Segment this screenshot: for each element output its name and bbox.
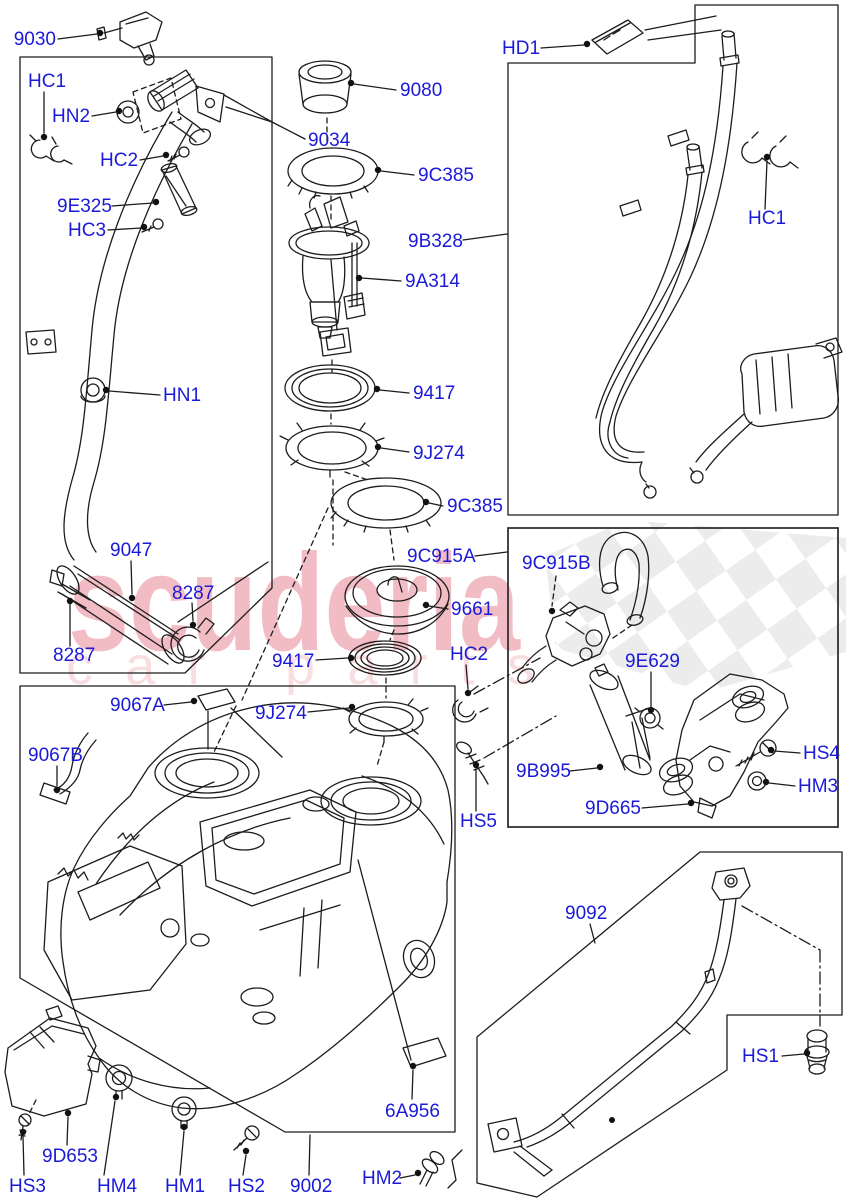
part-9d653-canister: [4, 1005, 101, 1117]
part-9030-sensor: [96, 11, 163, 66]
part-label-9c915b: 9C915B: [522, 553, 591, 574]
part-label-9a314: 9A314: [405, 271, 460, 292]
part-label-9e629: 9E629: [625, 651, 680, 672]
part-label-9067a: 9067A: [110, 695, 165, 716]
part-label-hn2: HN2: [52, 106, 90, 127]
part-label-hs4: HS4: [803, 743, 840, 764]
part-label-9034: 9034: [308, 130, 351, 151]
part-label-hc3: HC3: [68, 220, 106, 241]
part-label-9047: 9047: [110, 540, 152, 561]
part-vent-valve: [695, 337, 843, 471]
part-9067a-pad: [197, 688, 283, 758]
part-label-9d653: 9D653: [42, 1146, 98, 1167]
part-labels: 9030 HC1 HN2 HC2 9E325 HC3 HN1 9047 8287…: [9, 29, 840, 1197]
part-label-9092: 9092: [565, 903, 607, 924]
part-label-9b328: 9B328: [408, 231, 463, 252]
part-label-9c385-b: 9C385: [447, 496, 503, 517]
part-9e325-tube: [160, 162, 198, 217]
part-9c915b-pump: [517, 601, 611, 684]
part-label-hs3: HS3: [9, 1176, 46, 1197]
part-label-9b995: 9B995: [516, 761, 571, 782]
part-hm2-pin: [419, 1149, 463, 1189]
tank-strap-assembly: [487, 867, 830, 1177]
pump-module-stack: [213, 60, 450, 767]
part-hm4-grommet: [105, 1064, 133, 1100]
part-hs1-bolt: [804, 1029, 830, 1075]
part-label-hc1-b: HC1: [748, 208, 786, 229]
part-label-hc1-a: HC1: [28, 71, 66, 92]
part-9j274-lockring-upper: [279, 422, 385, 478]
panel-tank-strap: [476, 851, 843, 1198]
part-label-hm4: HM4: [97, 1176, 138, 1197]
part-9b995-filter: [589, 663, 652, 776]
part-hc3-screw: [141, 218, 164, 233]
part-hs2-bolt: [233, 1125, 260, 1151]
checkered-flag-watermark: [545, 520, 846, 692]
part-8287-clamp-right: [170, 617, 215, 662]
part-label-9d665: 9D665: [585, 798, 641, 819]
part-label-9417-a: 9417: [413, 383, 455, 404]
part-label-hs5: HS5: [460, 811, 497, 832]
part-label-hn1: HN1: [163, 385, 201, 406]
part-6a956-pad: [357, 859, 447, 1068]
part-hs3-bolt: [18, 1113, 32, 1141]
part-label-9j274-b: 9J274: [255, 703, 307, 724]
part-9c385-lockring-lower: [330, 477, 442, 533]
part-label-9417-b: 9417: [272, 651, 314, 672]
fuel-lines-assembly: [591, 15, 843, 499]
panel-aux-pump: [507, 527, 839, 828]
part-label-6a956: 6A956: [385, 1101, 440, 1122]
part-hc1-clips: [29, 134, 73, 165]
part-label-hc2-b: HC2: [450, 644, 488, 665]
part-9417-seal-upper: [284, 364, 376, 412]
watermark: scuderia car parts: [66, 520, 846, 696]
watermark-title: scuderia: [68, 526, 521, 680]
part-label-9c385-a: 9C385: [418, 165, 474, 186]
part-label-8287-a: 8287: [172, 583, 214, 604]
part-label-8287-b: 8287: [53, 645, 95, 666]
part-label-9j274-a: 9J274: [413, 443, 465, 464]
part-label-9067b: 9067B: [28, 745, 83, 766]
part-hm1-grommet: [171, 1096, 197, 1129]
part-label-hs2: HS2: [228, 1176, 265, 1197]
part-9d665-bracket: [658, 673, 789, 819]
fuel-tank: [39, 688, 453, 1110]
part-hc1-clips-right: [741, 131, 799, 169]
part-fuel-pump-module: [288, 194, 370, 357]
part-9j274-lockring-lower: [342, 698, 429, 743]
part-label-9661: 9661: [451, 599, 493, 620]
part-9c915a-hose: [598, 531, 650, 626]
part-9080-cap: [298, 60, 352, 114]
leader-lines: [19, 29, 811, 1179]
aux-pump-assembly: [452, 531, 789, 819]
part-label-hd1: HD1: [502, 38, 540, 59]
part-label-9c915a: 9C915A: [407, 546, 476, 567]
part-label-9080: 9080: [400, 80, 442, 101]
part-label-hm1: HM1: [165, 1176, 205, 1197]
panel-filler-pipe: [19, 56, 273, 674]
part-9c385-lockring-upper: [287, 147, 379, 199]
part-hs5-screw: [455, 741, 489, 785]
part-9092-strap: [487, 867, 751, 1177]
part-9661-ring: [344, 565, 450, 635]
part-label-hm2: HM2: [362, 1168, 402, 1189]
part-hc2-clamp-right: [452, 685, 489, 723]
part-9067b-strap: [39, 732, 97, 805]
part-hc2-screw: [167, 146, 190, 162]
panel-tank: [19, 685, 456, 1133]
part-label-9030: 9030: [14, 29, 56, 50]
part-label-hc2-a: HC2: [100, 150, 138, 171]
part-hd1-bracket: [591, 15, 722, 55]
part-label-9002: 9002: [290, 1176, 332, 1197]
part-label-hm3: HM3: [798, 776, 838, 797]
tank-fasteners: [4, 1005, 463, 1189]
part-9047-hose: [56, 565, 185, 665]
part-hn1-grommet: [80, 377, 106, 403]
part-label-9e325: 9E325: [57, 196, 112, 217]
panel-fuel-lines: [507, 4, 839, 516]
part-label-hs1: HS1: [742, 1046, 779, 1067]
